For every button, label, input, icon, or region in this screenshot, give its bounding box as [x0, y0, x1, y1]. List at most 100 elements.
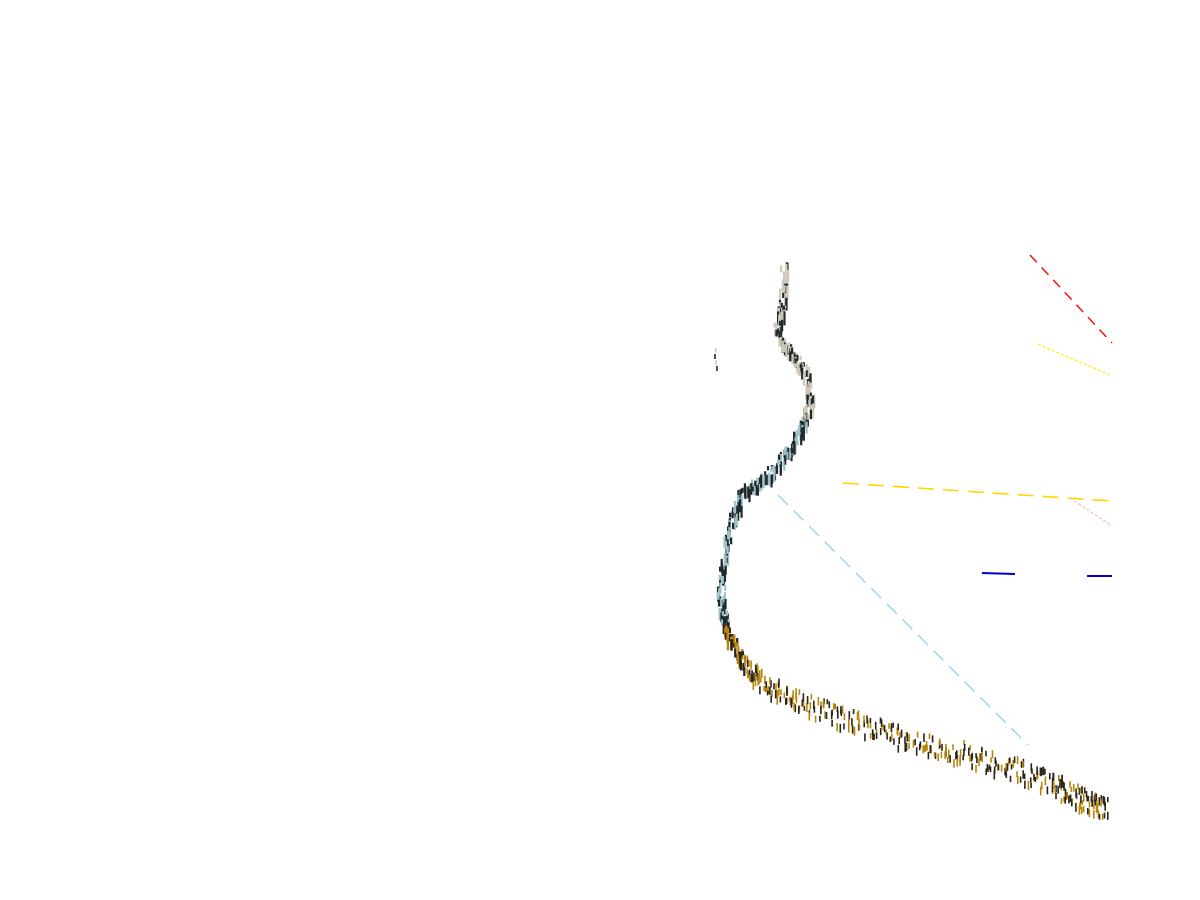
boundary-point — [780, 689, 782, 696]
boundary-point — [1023, 773, 1026, 780]
boundary-point — [1040, 767, 1042, 777]
boundary-point — [1010, 764, 1013, 770]
boundary-point — [1068, 795, 1070, 804]
boundary-point — [1085, 791, 1088, 798]
boundary-point — [759, 670, 761, 678]
boundary-point — [728, 527, 731, 533]
boundary-point — [927, 751, 930, 760]
boundary-point — [780, 315, 783, 323]
boundary-point — [993, 770, 996, 780]
boundary-point — [1082, 793, 1085, 803]
boundary-point — [836, 722, 838, 732]
boundary-point — [750, 479, 754, 486]
boundary-point — [747, 487, 750, 499]
boundary-point — [1081, 786, 1083, 795]
boundary-point — [802, 693, 805, 702]
boundary-point — [940, 751, 943, 758]
boundary-point — [959, 755, 961, 762]
boundary-point — [760, 474, 763, 488]
boundary-point — [725, 627, 728, 639]
boundary-point — [1052, 772, 1054, 780]
boundary-point — [808, 383, 811, 390]
boundary-point — [806, 394, 809, 408]
boundary-point — [733, 521, 736, 530]
boundary-point — [766, 474, 769, 486]
boundary-point — [848, 719, 850, 726]
boundary-point — [840, 709, 843, 716]
boundary-point — [937, 753, 939, 762]
boundary-point — [1087, 795, 1090, 802]
boundary-point — [714, 354, 716, 359]
boundary-point — [1016, 775, 1019, 785]
boundary-point — [919, 741, 922, 748]
boundary-point — [747, 659, 749, 668]
boundary-point — [981, 746, 983, 753]
boundary-point — [848, 711, 851, 720]
boundary-point — [1096, 799, 1098, 807]
boundary-point — [721, 609, 724, 624]
boundary-point — [1044, 768, 1046, 775]
boundary-point — [764, 477, 767, 486]
boundary-point — [945, 743, 947, 753]
boundary-point — [719, 608, 722, 613]
boundary-point — [724, 540, 727, 550]
boundary-point — [934, 752, 937, 759]
boundary-point — [805, 421, 808, 434]
boundary-point — [799, 364, 802, 369]
boundary-point — [807, 372, 810, 384]
boundary-point — [771, 474, 774, 484]
boundary-point — [1078, 805, 1081, 815]
boundary-point — [806, 696, 809, 705]
boundary-point — [1016, 756, 1019, 764]
boundary-point — [764, 471, 767, 480]
boundary-point — [791, 347, 794, 355]
boundary-point — [729, 537, 733, 545]
boundary-point — [956, 750, 958, 759]
boundary-point — [905, 742, 908, 752]
boundary-point — [796, 355, 799, 361]
boundary-point — [794, 359, 797, 368]
boundary-point — [784, 455, 787, 465]
boundary-point — [931, 735, 934, 743]
boundary-point — [1103, 798, 1106, 806]
boundary-point — [723, 536, 726, 549]
boundary-point — [781, 319, 784, 332]
boundary-point — [787, 354, 790, 361]
boundary-point — [851, 725, 854, 734]
boundary-point — [896, 728, 899, 736]
lane-line-pink — [1069, 497, 1113, 527]
boundary-point — [805, 364, 808, 376]
boundary-point — [880, 719, 883, 728]
boundary-point — [825, 712, 828, 719]
boundary-point — [1022, 770, 1024, 779]
boundary-point — [733, 634, 736, 644]
boundary-point — [1036, 766, 1038, 775]
boundary-point — [723, 562, 726, 576]
boundary-point — [801, 416, 804, 422]
boundary-point — [809, 404, 812, 413]
boundary-point — [1064, 788, 1067, 795]
boundary-point — [730, 639, 734, 647]
boundary-point — [858, 718, 860, 725]
boundary-point — [779, 305, 782, 316]
boundary-point — [944, 751, 946, 760]
boundary-point — [814, 715, 817, 723]
boundary-point — [813, 700, 815, 710]
boundary-point — [985, 750, 987, 757]
boundary-point — [1093, 810, 1095, 819]
boundary-point — [721, 599, 724, 605]
boundary-point — [904, 744, 906, 752]
boundary-point — [796, 439, 799, 446]
boundary-point — [737, 489, 740, 499]
boundary-point — [864, 733, 866, 742]
boundary-point — [933, 752, 936, 758]
boundary-point — [793, 702, 795, 711]
boundary-point — [793, 441, 796, 455]
boundary-point — [869, 723, 872, 729]
boundary-point — [959, 749, 962, 757]
boundary-point — [804, 415, 807, 420]
boundary-point — [872, 731, 874, 740]
boundary-point — [766, 690, 769, 696]
boundary-point — [785, 697, 788, 705]
boundary-point — [836, 706, 839, 713]
